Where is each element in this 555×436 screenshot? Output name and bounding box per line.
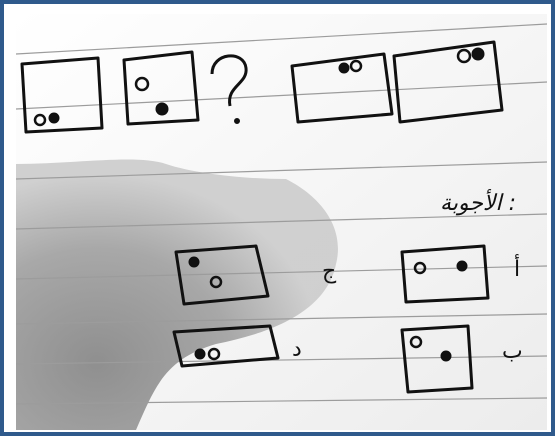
- answers-heading-text: الأجوبة :: [440, 189, 516, 216]
- answers-heading: الأجوبة :: [440, 189, 516, 216]
- option-letter-b: ب: [502, 339, 523, 364]
- option-letter-a: أ: [514, 254, 520, 282]
- notebook-photo-drawing: الأجوبة : أ ج ب د: [16, 14, 547, 430]
- option-letter-j: ج: [322, 259, 337, 284]
- notebook-photo: الأجوبة : أ ج ب د: [16, 14, 547, 430]
- option-letter-d: د: [292, 337, 302, 362]
